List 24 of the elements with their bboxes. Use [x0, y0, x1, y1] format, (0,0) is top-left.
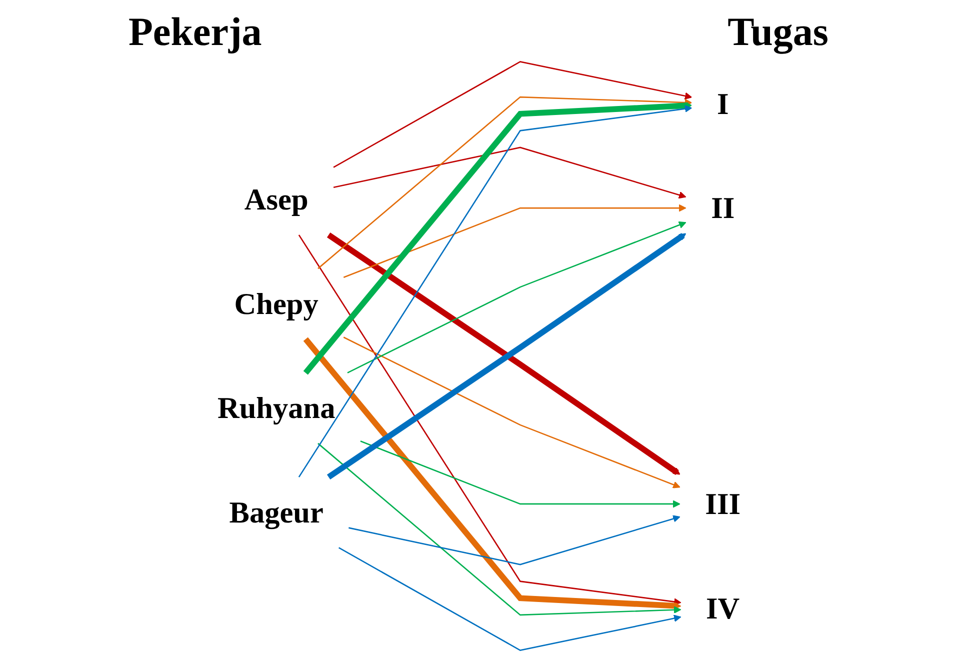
- arrow: [338, 547, 681, 651]
- column-heading: Tugas: [728, 8, 828, 55]
- node-text: Ruhyana: [216, 391, 335, 425]
- node-text: IV: [706, 591, 740, 626]
- node-text: Chepy: [234, 287, 318, 321]
- arrow: [348, 515, 680, 566]
- node-text: II: [710, 191, 734, 225]
- arrow: [302, 337, 681, 610]
- node-text: Bageur: [228, 496, 323, 530]
- arrow: [342, 336, 680, 488]
- arrow: [298, 105, 692, 478]
- column-heading: Pekerja: [128, 8, 262, 55]
- arrow: [332, 61, 692, 168]
- node-text: III: [704, 487, 740, 521]
- arrow: [298, 234, 681, 606]
- arrow: [346, 221, 686, 374]
- arrow: [360, 440, 680, 508]
- node-text: I: [716, 86, 728, 121]
- arrow: [302, 102, 692, 375]
- arrow: [317, 96, 692, 270]
- arrow: [342, 204, 686, 278]
- arrow: [332, 146, 686, 199]
- node-text: Asep: [244, 182, 308, 216]
- arrow: [317, 442, 681, 616]
